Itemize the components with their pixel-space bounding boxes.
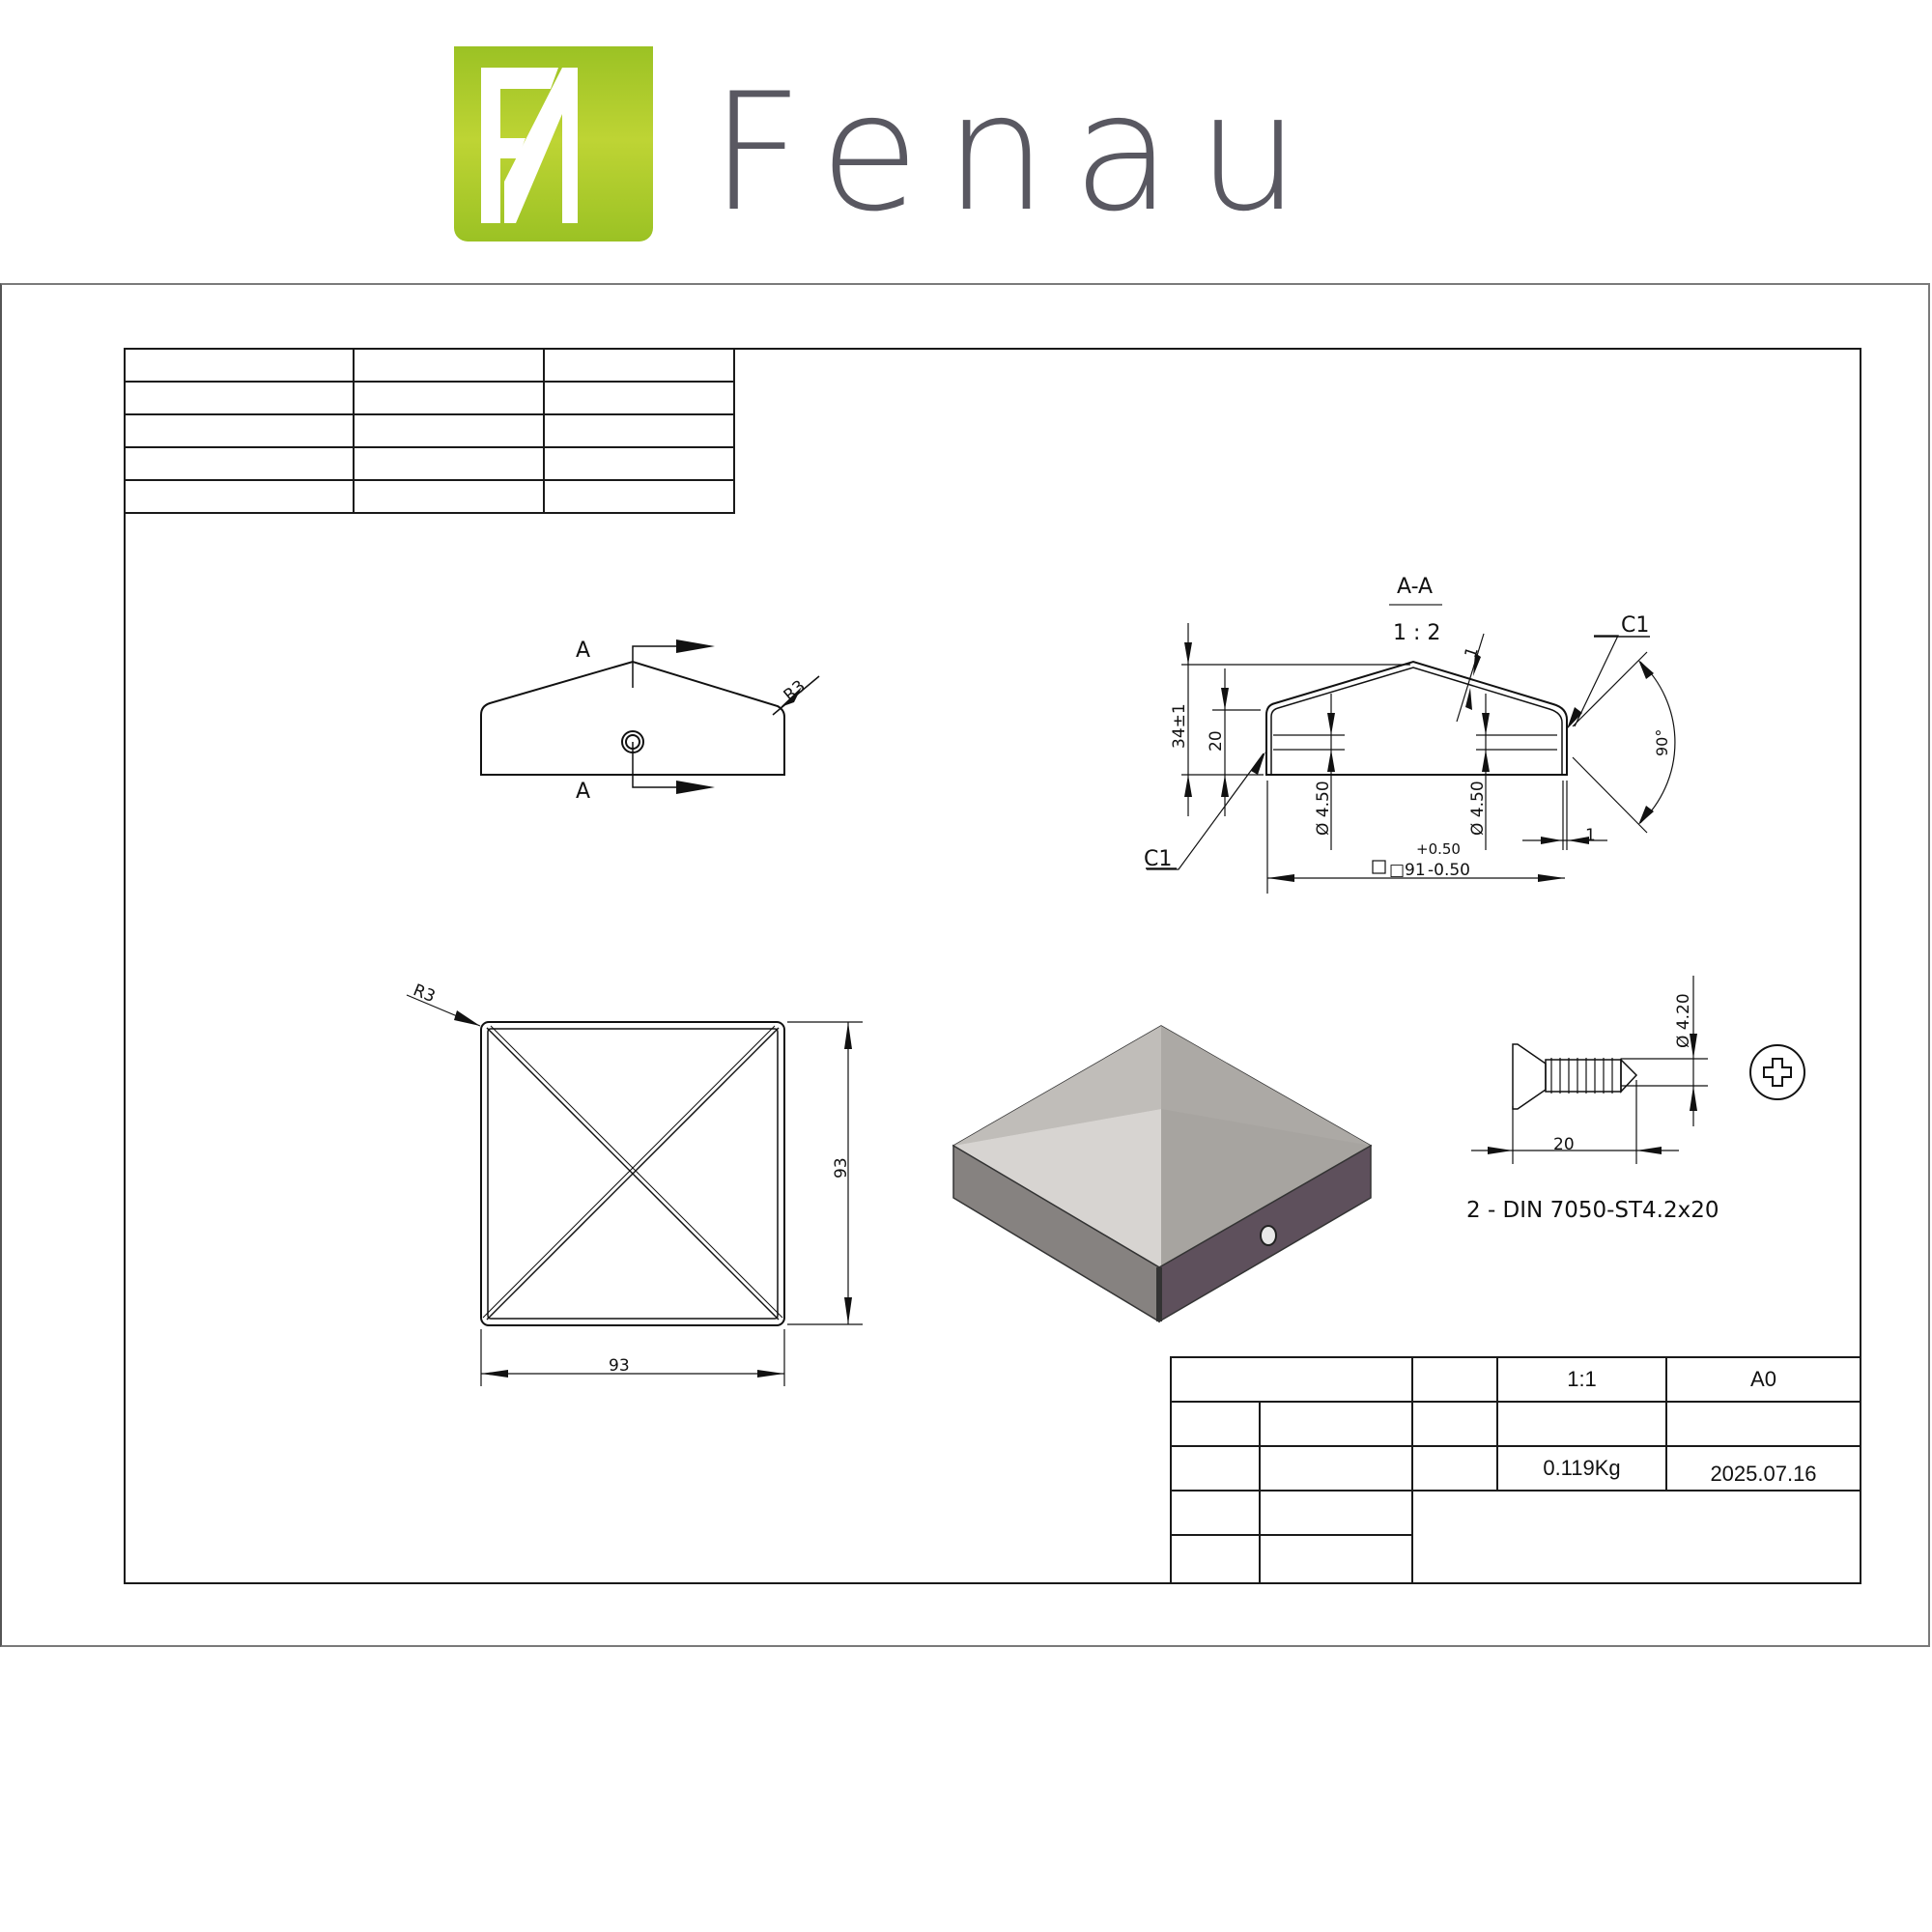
tolerance-minus: -0.50 [1428, 861, 1470, 880]
top-view [406, 994, 863, 1386]
table-row [124, 479, 735, 514]
table-row [124, 446, 735, 481]
fa-monogram-icon [481, 68, 578, 223]
weight-cell: 0.119Kg [1496, 1445, 1667, 1492]
title-cell [1259, 1445, 1413, 1492]
section-label-bottom: A [576, 780, 590, 804]
scale-cell: 1:1 [1496, 1356, 1667, 1403]
title-cell [1411, 1490, 1861, 1584]
brand-logo: Fenau [454, 46, 1459, 244]
wall-thickness-dim: 1 [1585, 826, 1596, 845]
weight-value: 0.119Kg [1543, 1456, 1621, 1480]
drawing-frame [124, 348, 1861, 1584]
screw-designation: 2 - DIN 7050-ST4.2x20 [1466, 1198, 1719, 1223]
chamfer-label-bottom: C1 [1144, 847, 1172, 871]
inner-size-dim: □91 [1389, 861, 1426, 880]
hole-dia-left: Ø 4.50 [1314, 781, 1333, 836]
title-cell [1411, 1356, 1498, 1403]
height-side-dim: 20 [1207, 730, 1226, 752]
sheet-size-value: A0 [1750, 1367, 1776, 1391]
title-cell [1170, 1534, 1261, 1584]
screw-diameter-dim: Ø 4.20 [1674, 993, 1693, 1048]
table-row [124, 348, 735, 383]
scale-value: 1:1 [1567, 1367, 1597, 1391]
top-height-dim: 93 [832, 1157, 851, 1179]
hole-dia-right: Ø 4.50 [1468, 781, 1488, 836]
section-scale: 1 : 2 [1393, 621, 1440, 645]
drawing-sheet-border [0, 283, 1930, 1647]
logo-mark [454, 46, 653, 242]
title-cell [1259, 1401, 1413, 1447]
screw-drawing [1471, 976, 1805, 1164]
tolerance-plus: +0.50 [1416, 840, 1461, 858]
title-cell [1170, 1401, 1261, 1447]
title-cell [1170, 1356, 1413, 1403]
title-cell [1259, 1490, 1413, 1536]
top-width-dim: 93 [609, 1356, 630, 1376]
revision-table [124, 348, 735, 514]
title-cell [1170, 1490, 1261, 1536]
section-view [1146, 604, 1676, 894]
section-label-top: A [576, 639, 590, 663]
title-cell [1411, 1445, 1498, 1492]
section-title: A-A [1397, 575, 1433, 599]
phillips-head-icon [1749, 1044, 1805, 1100]
angle-dim: 90° [1653, 729, 1671, 756]
title-cell [1170, 1445, 1261, 1492]
screw-length-dim: 20 [1553, 1135, 1575, 1154]
height-total-dim: 34±1 [1170, 703, 1189, 749]
title-cell [1665, 1401, 1861, 1447]
date-cell: 2025.07.16 [1665, 1445, 1861, 1492]
brand-name: Fenau [710, 58, 1325, 247]
title-cell [1496, 1401, 1667, 1447]
isometric-view [952, 1025, 1373, 1323]
front-view [480, 639, 820, 794]
table-row [124, 381, 735, 415]
front-radius-label: R3 [781, 676, 810, 705]
sheet-size-cell: A0 [1665, 1356, 1861, 1403]
title-block: 1:1 A0 0.119Kg 2025.07.16 [1170, 1356, 1861, 1584]
title-cell [1411, 1401, 1498, 1447]
top-radius-label: R3 [411, 980, 438, 1007]
date-value: 2025.07.16 [1710, 1462, 1817, 1486]
chamfer-label-top: C1 [1621, 613, 1649, 638]
title-cell [1259, 1534, 1413, 1584]
table-row [124, 413, 735, 448]
